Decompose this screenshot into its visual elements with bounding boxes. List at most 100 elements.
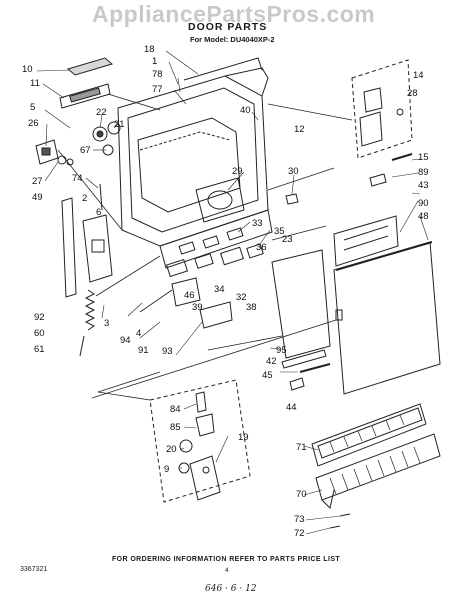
callout-19: 19 (238, 432, 249, 443)
part-84 (195, 391, 207, 413)
callout-15: 15 (418, 152, 429, 163)
callout-27: 27 (32, 176, 43, 187)
callout-11: 11 (30, 78, 40, 89)
part-strip (66, 57, 114, 76)
callout-60: 60 (34, 328, 45, 339)
part-vent-71 (311, 403, 427, 467)
callout-4: 4 (136, 328, 141, 339)
part-85 (195, 413, 215, 437)
callout-48: 48 (418, 211, 429, 222)
callout-67: 67 (80, 145, 91, 156)
callout-92: 92 (34, 312, 45, 323)
part-lower-rail (159, 209, 273, 269)
callout-34: 34 (214, 284, 225, 295)
callout-28: 28 (407, 88, 418, 99)
callout-72: 72 (294, 528, 305, 539)
callout-95: 95 (276, 345, 287, 356)
callout-26: 26 (28, 118, 39, 129)
callout-3: 3 (104, 318, 109, 329)
part-grille-70 (315, 433, 441, 501)
callout-42: 42 (266, 356, 277, 367)
page-number: 4 (225, 567, 229, 574)
callout-77: 77 (152, 84, 163, 95)
callout-6: 6 (96, 207, 101, 218)
part-outer-door-panel (333, 241, 441, 395)
callout-1: 1 (152, 56, 157, 67)
diagram-title: DOOR PARTS (188, 21, 268, 33)
callout-74: 74 (72, 173, 83, 184)
part-screw-30 (285, 193, 299, 205)
callout-12: 12 (294, 124, 305, 135)
callout-46: 46 (184, 290, 195, 301)
callout-49: 49 (32, 192, 43, 203)
callout-39: 39 (192, 302, 203, 313)
callout-18: 18 (144, 44, 155, 55)
part-20 (179, 439, 193, 453)
handwritten-note: 646 · 6 · 12 (205, 584, 257, 594)
callout-94: 94 (120, 335, 131, 346)
callout-40: 40 (240, 105, 251, 116)
part-inner-door-panel (117, 75, 269, 247)
vent-slots (329, 414, 405, 453)
callout-71: 71 (296, 442, 307, 453)
callout-89: 89 (418, 167, 429, 178)
callout-70: 70 (296, 489, 307, 500)
callout-78: 78 (152, 69, 163, 80)
callout-43: 43 (418, 180, 429, 191)
callout-9: 9 (164, 464, 169, 475)
callout-38: 38 (246, 302, 257, 313)
callout-30: 30 (288, 166, 299, 177)
callout-32: 32 (236, 292, 247, 303)
callout-2: 2 (82, 193, 87, 204)
part-hinge-plate (82, 214, 113, 283)
callout-35: 35 (274, 226, 285, 237)
part-19-bracket (189, 455, 221, 501)
model-subtitle: For Model: DU4040XP-2 (190, 35, 275, 44)
part-89 (369, 173, 387, 187)
part-screw-73 (339, 513, 351, 517)
callout-85: 85 (170, 422, 181, 433)
part-strip-42 (281, 349, 327, 369)
part-21 (107, 121, 121, 135)
callout-44: 44 (286, 402, 297, 413)
part-panel-43 (333, 215, 399, 267)
callout-21: 21 (114, 119, 125, 130)
watermark: AppliancePartsPros.com (92, 1, 376, 27)
callout-36: 36 (256, 242, 267, 253)
callout-84: 84 (170, 404, 181, 415)
callout-29: 29 (232, 166, 243, 177)
part-panel-23 (271, 249, 331, 359)
callout-91: 91 (138, 345, 149, 356)
drawing-id: 3367321 (20, 566, 48, 573)
part-44 (289, 377, 305, 391)
part-group-box-19 (149, 379, 251, 503)
callout-93: 93 (162, 346, 173, 357)
callout-33: 33 (252, 218, 263, 229)
callout-23: 23 (282, 234, 293, 245)
part-dispenser (207, 190, 233, 210)
callout-73: 73 (294, 514, 305, 525)
part-handle-inner (69, 87, 101, 103)
part-9 (178, 462, 190, 474)
part-27 (57, 155, 67, 165)
callout-61: 61 (34, 344, 45, 355)
ordering-info: FOR ORDERING INFORMATION REFER TO PARTS … (112, 556, 341, 563)
part-spring (84, 289, 96, 331)
grille-slots (329, 446, 421, 495)
callout-20: 20 (166, 444, 177, 455)
callout-90: 90 (418, 198, 429, 209)
part-outer-frame (224, 67, 269, 97)
part-screw-72 (329, 525, 341, 529)
callout-5: 5 (30, 102, 35, 113)
callout-14: 14 (413, 70, 424, 81)
part-strip-45 (299, 363, 331, 373)
part-handle (59, 83, 111, 109)
part-group-box-14 (351, 59, 413, 159)
part-strip-49 (61, 197, 77, 298)
callout-10: 10 (22, 64, 33, 75)
callout-45: 45 (262, 370, 273, 381)
callout-22: 22 (96, 107, 107, 118)
